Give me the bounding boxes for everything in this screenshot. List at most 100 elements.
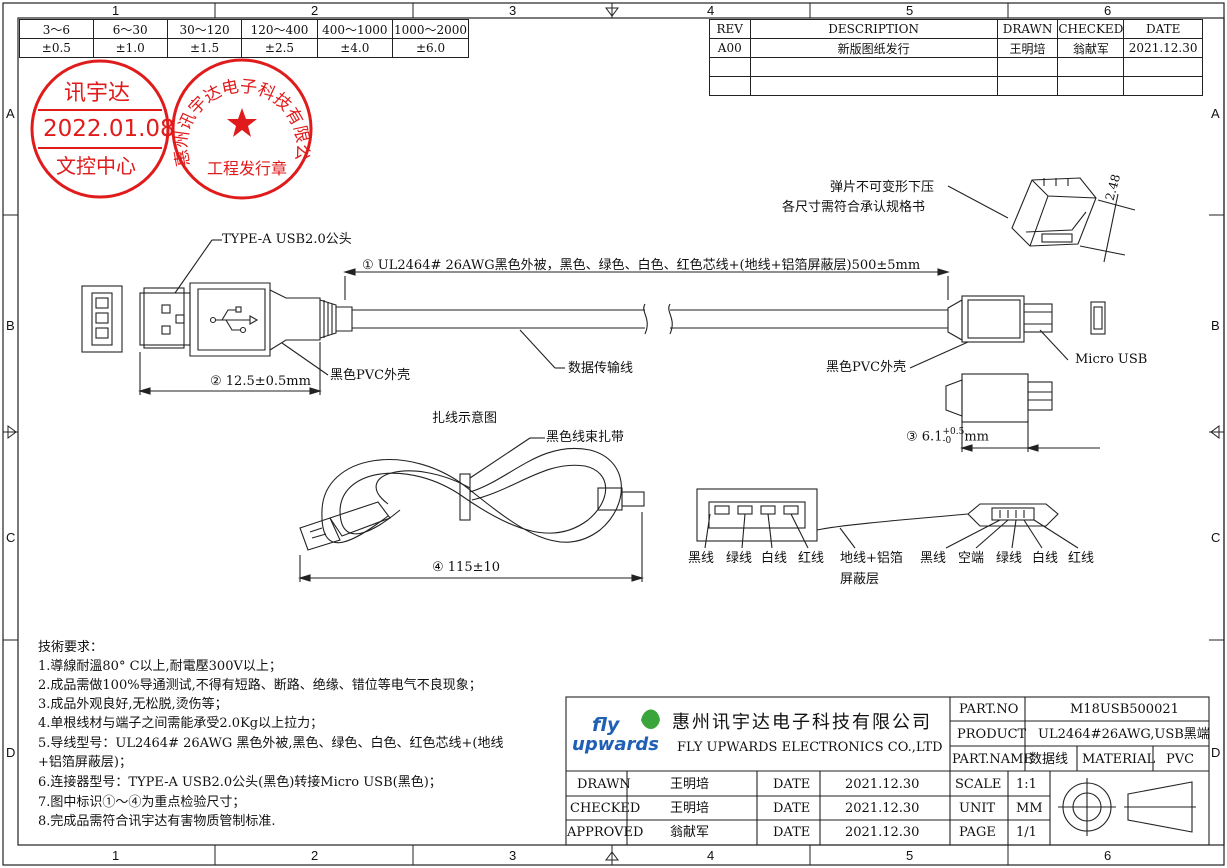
stamp-control-top: 讯宇达: [64, 81, 131, 106]
approval-date-label: DATE: [773, 801, 811, 816]
label-micro-usb: Micro USB: [1075, 352, 1148, 367]
tolerance-value: ±1.0: [92, 38, 168, 58]
tech-note-line: 3.成品外观良好,无松脱,烫伤等；: [38, 697, 228, 712]
approval-name: 王明培: [670, 801, 710, 816]
approval-label: DRAWN: [577, 777, 631, 792]
company-name-en: FLY UPWARDS ELECTRONICS CO.,LTD: [677, 740, 943, 755]
approval-value: 1/1: [1016, 825, 1037, 840]
tech-note-line: 1.導線耐溫80° C以上,耐電壓300V以上；: [38, 659, 282, 674]
tolerance-ranges-row: 3～6 6～30 30～120 120～400 400～1000 1000～20…: [19, 19, 469, 39]
part-name-value: 数据线: [1029, 752, 1069, 767]
part-no-value: M18USB500021: [1070, 702, 1179, 717]
stamp-company-center: 工程发行章: [207, 159, 288, 178]
material-value: PVC: [1166, 752, 1195, 767]
company-name-cn: 惠州讯宇达电子科技有限公司: [672, 712, 932, 733]
approval-key: PAGE: [959, 825, 996, 840]
zone-side-b: B: [6, 318, 15, 333]
tech-note-line: 7.图中标识①～④为重点检验尺寸；: [38, 795, 246, 810]
wire-label: 白线: [1032, 551, 1059, 566]
tech-note-line: 4.单根线材与端子之间需能承受2.0Kg以上拉力；: [38, 716, 324, 731]
approval-label: CHECKED: [570, 801, 641, 816]
dim-3-prefix: ③ 6.1: [906, 429, 943, 445]
zone-top-5: 5: [906, 3, 914, 18]
approval-label: APPROVED: [567, 825, 644, 840]
zone-top-3: 3: [509, 3, 517, 18]
label-spring-note-2: 各尺寸需符合承认规格书: [782, 200, 926, 215]
product-value: UL2464#26AWG,USB黑端: [1038, 727, 1210, 742]
zone-side-c-right: C: [1211, 530, 1221, 545]
tolerance-range: 30～120: [166, 19, 243, 39]
tolerance-range: 400～1000: [316, 19, 394, 39]
logo-upwards: upwards: [572, 734, 659, 755]
wire-label: 红线: [798, 551, 825, 566]
label-data-line: 数据传输线: [568, 361, 634, 376]
tolerance-range: 1000～2000: [392, 19, 469, 39]
zone-bottom-1: 1: [112, 848, 120, 863]
zone-side-c: C: [6, 530, 16, 545]
tolerance-range: 120～400: [241, 19, 318, 39]
tolerance-table: 3～6 6～30 30～120 120～400 400～1000 1000～20…: [19, 19, 469, 58]
zone-bottom-2: 2: [311, 848, 319, 863]
wire-label: 绿线: [726, 551, 753, 566]
zone-side-a-right: A: [1211, 106, 1220, 121]
approval-value: MM: [1016, 801, 1043, 816]
zone-bottom-6: 6: [1104, 848, 1112, 863]
approval-date-label: DATE: [773, 825, 811, 840]
zone-bottom-5: 5: [906, 848, 914, 863]
material-label: MATERIAL: [1082, 752, 1156, 767]
zone-bottom-3: 3: [509, 848, 517, 863]
logo-fly: fly: [592, 714, 620, 736]
dim-3-unit: mm: [964, 429, 989, 445]
label-tie-title: 扎线示意图: [432, 411, 498, 426]
revision-row: A00 新版图纸发行 王明培 翁献军 2021.12.30: [709, 38, 1203, 58]
tech-note-line: 5.导线型号：UL2464# 26AWG 黑色外被,黑色、绿色、白色、红色芯线+…: [38, 736, 504, 751]
label-type-a: TYPE-A USB2.0公头: [222, 232, 352, 247]
wire-label: 红线: [1068, 551, 1095, 566]
label-dim-3: ③ 6.1+0.5-0 mm: [906, 428, 989, 446]
wire-label: 绿线: [996, 551, 1023, 566]
label-spring-note-1: 弹片不可变形下压: [830, 180, 935, 195]
zone-bottom-4: 4: [707, 848, 715, 863]
tolerance-range: 6～30: [92, 19, 168, 39]
wire-label-shield: 地线+铝箔: [840, 551, 903, 566]
zone-top-1: 1: [112, 3, 120, 18]
tolerance-value: ±4.0: [316, 38, 394, 58]
dim-3-sub: -0: [942, 436, 952, 446]
approval-date-label: DATE: [773, 777, 811, 792]
wire-label: 空端: [958, 551, 985, 566]
zone-side-b-right: B: [1211, 318, 1220, 333]
revision-header: REV: [709, 19, 751, 39]
revision-empty-row: [709, 57, 1203, 77]
label-cable-spec: ① UL2464# 26AWG黑色外被，黑色、绿色、白色、红色芯线+(地线+铝箔…: [362, 258, 921, 273]
tolerance-value: ±2.5: [241, 38, 318, 58]
tech-notes-title: 技術要求：: [38, 640, 104, 655]
tolerance-value: ±0.5: [19, 38, 94, 58]
stamp-control-bottom: 文控中心: [56, 154, 136, 178]
tolerance-values-row: ±0.5 ±1.0 ±1.5 ±2.5 ±4.0 ±6.0: [19, 38, 469, 58]
approval-name: 王明培: [670, 777, 710, 792]
zone-top-2: 2: [311, 3, 319, 18]
stamp-control-date: 2022.01.08: [43, 116, 175, 142]
tech-note-line: +铝箔屏蔽层)；: [38, 755, 132, 770]
zone-side-d: D: [6, 745, 16, 760]
approval-date: 2021.12.30: [845, 801, 920, 816]
tech-note-line: 6.连接器型号：TYPE-A USB2.0公头(黑色)转接Micro USB(黑…: [38, 775, 442, 790]
label-pvc-right: 黑色PVC外壳: [826, 360, 907, 375]
dim-3-sup: +0.5: [942, 427, 965, 437]
revision-cell: A00: [709, 38, 751, 58]
label-dim-2: ② 12.5±0.5mm: [210, 374, 311, 389]
label-pvc-left: 黑色PVC外壳: [330, 368, 411, 383]
revision-table: REV DESCRIPTION DRAWN CHECKED DATE A00 新…: [709, 19, 1203, 96]
approval-value: 1:1: [1016, 777, 1037, 792]
zone-side-d-right: D: [1211, 745, 1221, 760]
wire-label-shield-2: 屏蔽层: [840, 572, 880, 587]
product-label: PRODUCT: [957, 727, 1027, 742]
approval-key: UNIT: [959, 801, 996, 816]
approval-date: 2021.12.30: [845, 825, 920, 840]
approval-key: SCALE: [955, 777, 1002, 792]
wire-label: 白线: [761, 551, 788, 566]
